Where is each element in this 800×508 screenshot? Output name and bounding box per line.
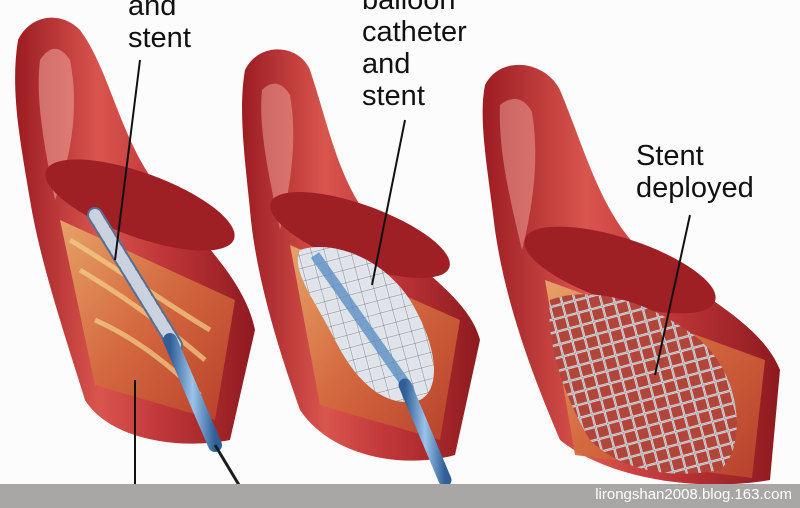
catheter-2 <box>398 378 452 487</box>
label-2-line-4: stent <box>362 80 425 112</box>
label-2-line-3: and <box>362 48 411 80</box>
artery-1 <box>15 17 255 505</box>
artery-3 <box>482 64 780 485</box>
label-2-line-1: balloon <box>362 0 456 16</box>
balloon-stent-2 <box>297 247 434 402</box>
pointer-line-2 <box>371 119 406 286</box>
label-2-line-2: catheter <box>362 16 467 48</box>
pointer-line-1 <box>114 59 141 261</box>
label-3-line-2: deployed <box>636 172 754 204</box>
label-3-line-1: Stent <box>636 140 704 172</box>
artery-2 <box>242 49 480 487</box>
crimped-stent-1 <box>87 207 183 353</box>
footer-bar <box>0 484 800 508</box>
pointer-line-3 <box>654 214 691 376</box>
label-1-line-1: and <box>128 0 177 22</box>
watermark-text: lirongshan2008.blog.163.com <box>595 486 792 503</box>
label-1-line-2: stent <box>128 22 191 54</box>
deployed-stent-3 <box>549 294 737 474</box>
